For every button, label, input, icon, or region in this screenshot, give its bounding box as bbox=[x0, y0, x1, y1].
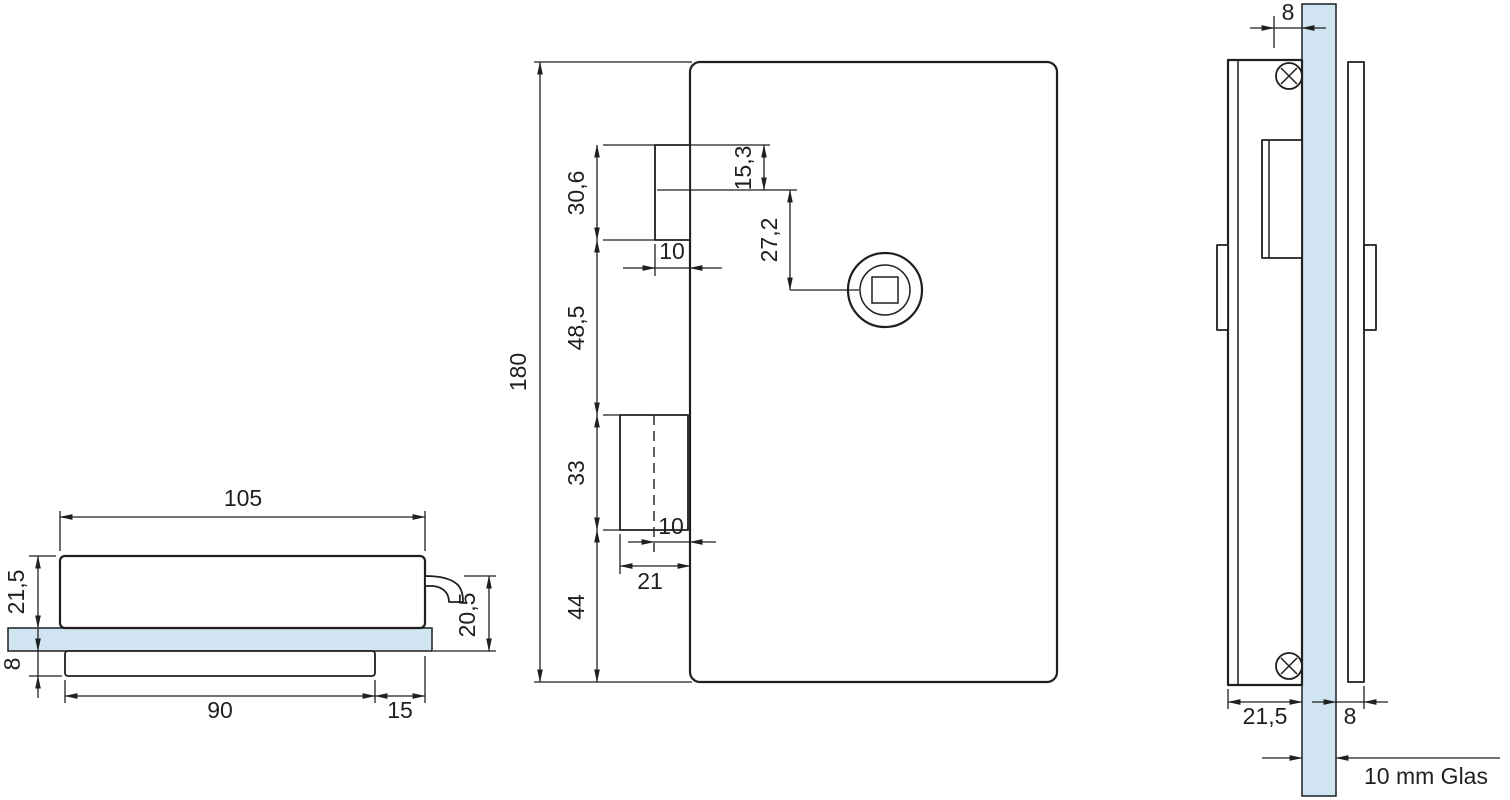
lock-body-front bbox=[688, 60, 1059, 684]
glass-pane-edge bbox=[1301, 3, 1337, 797]
dim-bolt-centerline-offset: 10 bbox=[658, 513, 684, 539]
dim-spindle-offset: 27,2 bbox=[756, 218, 782, 263]
base-plate-side bbox=[64, 650, 376, 677]
dim-bolt-backset: 21 bbox=[637, 568, 663, 594]
dim-latch-height: 30,6 bbox=[563, 171, 589, 216]
left-tab-edge bbox=[1216, 244, 1229, 331]
dim-base-plate-height: 8 bbox=[0, 658, 25, 671]
dim-latch-drop: 20,5 bbox=[454, 593, 480, 638]
dim-bolt-height: 33 bbox=[563, 460, 589, 486]
edge-view-dimensions: 8 21,5 8 10 mm Glas bbox=[1227, 0, 1500, 789]
spindle-square-hole bbox=[871, 276, 899, 304]
lock-body-side bbox=[58, 554, 427, 630]
dim-latch-to-bolt: 48,5 bbox=[563, 306, 589, 351]
dim-overall-width: 105 bbox=[224, 485, 262, 511]
spindle-outer-circle bbox=[846, 251, 924, 329]
glass-pane-side bbox=[7, 627, 433, 652]
latch-hook-side bbox=[424, 575, 464, 603]
right-tab-edge bbox=[1363, 244, 1377, 331]
dim-latch-protrusion: 10 bbox=[659, 238, 685, 264]
spindle-follower bbox=[846, 251, 924, 329]
edge-view: 8 21,5 8 10 mm Glas bbox=[1216, 0, 1500, 797]
front-view-dimensions: 180 30,6 48,5 33 44 10 15,3 bbox=[505, 61, 859, 683]
dim-latch-half-height: 15,3 bbox=[730, 146, 756, 191]
screw-top bbox=[1275, 62, 1303, 90]
glass-thickness-note: 10 mm Glas bbox=[1364, 763, 1488, 789]
dim-right-offset: 15 bbox=[387, 697, 413, 723]
strike-box-edge bbox=[1261, 139, 1303, 259]
dim-body-height: 21,5 bbox=[3, 570, 29, 615]
screw-bottom bbox=[1275, 652, 1303, 680]
side-view-dimensions: 105 21,5 8 90 15 20,5 bbox=[0, 485, 496, 723]
side-view: 105 21,5 8 90 15 20,5 bbox=[0, 485, 496, 723]
dim-body-depth: 21,5 bbox=[1243, 703, 1288, 729]
dim-overall-height: 180 bbox=[505, 353, 531, 391]
dim-top-offset: 8 bbox=[1282, 0, 1295, 25]
spindle-inner-circle bbox=[859, 264, 911, 316]
dim-bottom-margin: 44 bbox=[563, 594, 589, 620]
cover-plate-edge bbox=[1347, 61, 1365, 683]
latch-front bbox=[654, 144, 691, 241]
front-view: 180 30,6 48,5 33 44 10 15,3 bbox=[505, 60, 1059, 684]
dim-base-plate-width: 90 bbox=[207, 697, 233, 723]
dim-cover-offset: 8 bbox=[1344, 703, 1357, 729]
